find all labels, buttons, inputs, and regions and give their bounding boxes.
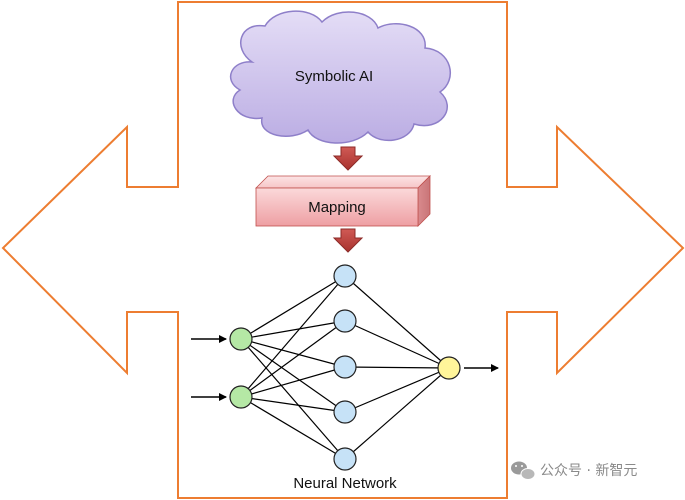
mapping-box-front bbox=[255, 187, 419, 227]
network-nodes bbox=[229, 264, 461, 471]
hidden-node-5 bbox=[333, 447, 357, 471]
cloud-label: Symbolic AI bbox=[295, 68, 373, 85]
symbolic-ai-cloud: Symbolic AI bbox=[229, 10, 451, 144]
hidden-node-4 bbox=[333, 400, 357, 424]
mapping-label: Mapping bbox=[308, 199, 366, 216]
output-node bbox=[437, 356, 461, 380]
hidden-node-2 bbox=[333, 309, 357, 333]
mapping-box: Mapping bbox=[255, 175, 431, 227]
down-block-arrow-icon bbox=[332, 228, 364, 253]
network-edges bbox=[240, 275, 450, 460]
cloud-shape bbox=[229, 10, 451, 144]
watermark-text: 公众号 · 新智元 bbox=[540, 463, 637, 479]
wechat-icon bbox=[511, 461, 536, 480]
input-arrows bbox=[191, 335, 227, 401]
watermark: 公众号 · 新智元 bbox=[511, 461, 637, 480]
input-node-2 bbox=[229, 385, 253, 409]
hidden-node-3 bbox=[333, 355, 357, 379]
mapping-box-top bbox=[255, 175, 431, 189]
hidden-node-1 bbox=[333, 264, 357, 288]
input-node-1 bbox=[229, 327, 253, 351]
network-label: Neural Network bbox=[293, 475, 397, 492]
down-block-arrow-icon bbox=[332, 146, 364, 171]
